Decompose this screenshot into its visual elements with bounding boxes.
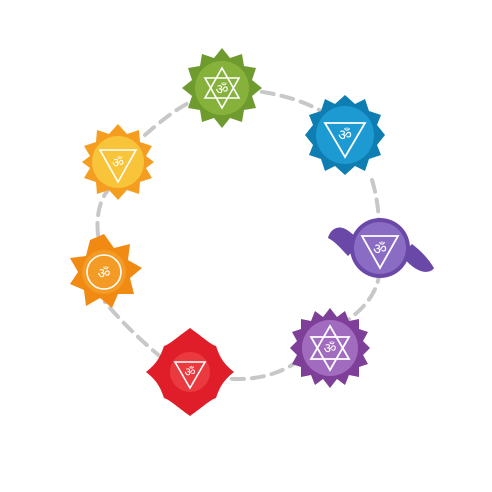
chakra-third-eye-icon: ॐ: [305, 95, 385, 175]
chakra-heart-syllable: ॐ: [324, 341, 337, 357]
chakra-solar-plexus-syllable: ॐ: [112, 156, 124, 171]
dashed-connector-path: [95, 86, 382, 382]
chakra-root-syllable: ॐ: [185, 365, 196, 379]
chakra-sacral-syllable: ॐ: [98, 266, 111, 282]
chakra-throat-icon: ॐ: [328, 218, 434, 278]
chakra-crown-icon: ॐ: [182, 48, 262, 128]
chakra-throat-syllable: ॐ: [373, 240, 387, 258]
chakra-crown-syllable: ॐ: [216, 82, 229, 98]
chakra-third-eye-syllable: ॐ: [338, 126, 352, 144]
chakra-solar-plexus-icon: ॐ: [82, 124, 154, 200]
chakra-sacral-icon: ॐ: [70, 234, 142, 308]
chakra-heart-icon: ॐ: [290, 308, 370, 388]
chakra-root-icon: ॐ: [146, 328, 234, 416]
chakra-throat-right-wing: [402, 244, 434, 272]
